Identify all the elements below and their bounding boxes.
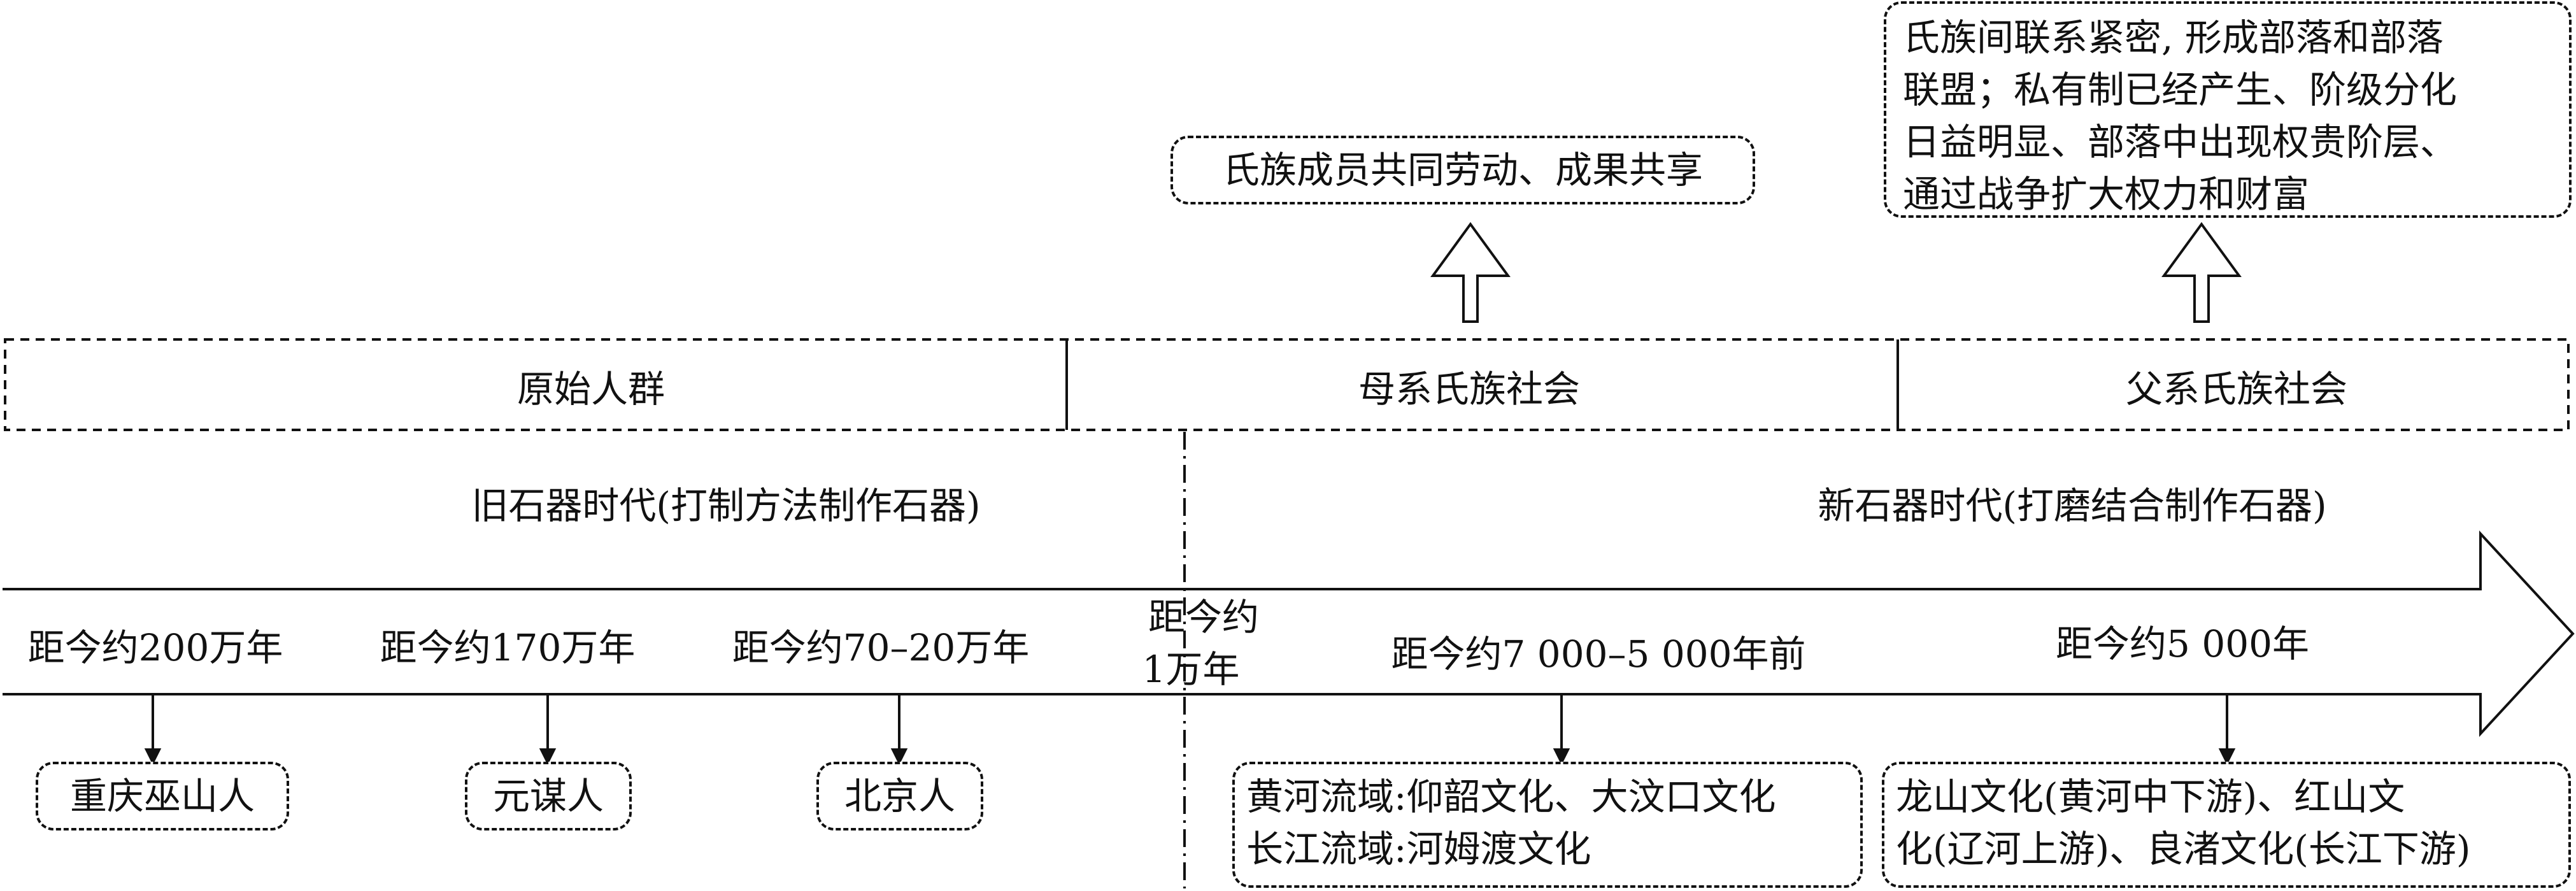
late-cultures-line-1: 龙山文化(黄河中下游)、红山文 [1896,775,2405,818]
patriarchal-traits-line-1: 氏族间联系紧密, 形成部落和部落 [1903,16,2444,59]
matriarchal-traits-box: 氏族成员共同劳动、成果共享 [1171,136,1755,204]
yuanmou-text: 元谋人 [492,774,604,818]
patriarchal-traits-line-2: 联盟；私有制已经产生、阶级分化 [1903,68,2458,111]
up-arrow-patriarchal [2161,222,2242,323]
chongqing-text: 重庆巫山人 [69,774,255,818]
neolithic-cultures-line-1: 黄河流域:仰韶文化、大汶口文化 [1246,775,1776,818]
era-neolithic: 新石器时代(打磨结合制作石器) [1818,484,2327,527]
neolithic-cultures-text: 黄河流域:仰韶文化、大汶口文化 长江流域:河姆渡文化 [1246,771,1854,879]
stage-band [4,338,2570,431]
neolithic-cultures-line-2: 长江流域:河姆渡文化 [1246,827,1591,871]
patriarchal-traits-text: 氏族间联系紧密, 形成部落和部落 联盟；私有制已经产生、阶级分化 日益明显、部落… [1903,11,2563,216]
time-170w: 距今约170万年 [380,626,636,669]
time-5000: 距今约5 000年 [2055,622,2310,666]
patriarchal-traits-line-4: 通过战争扩大权力和财富 [1903,173,2310,216]
neolithic-cultures-box: 黄河流域:仰韶文化、大汶口文化 长江流域:河姆渡文化 [1232,762,1863,888]
yuanmou-box: 元谋人 [465,762,632,830]
late-cultures-line-2: 化(辽河上游)、良渚文化(长江下游) [1896,827,2471,871]
patriarchal-traits-box: 氏族间联系紧密, 形成部落和部落 联盟；私有制已经产生、阶级分化 日益明显、部落… [1884,1,2572,218]
stage-primitive: 原始人群 [516,367,665,411]
up-arrow-matriarchal [1430,222,1511,323]
time-70-20w: 距今约70–20万年 [732,626,1030,669]
time-1w-line1: 距今约 [1148,595,1260,639]
matriarchal-traits-text: 氏族成员共同劳动、成果共享 [1222,148,1703,192]
chongqing-box: 重庆巫山人 [36,762,289,830]
beijing-box: 北京人 [816,762,983,830]
time-7000-5000: 距今约7 000–5 000年前 [1391,632,1806,676]
beijing-text: 北京人 [844,774,955,818]
down-arrows [144,694,2236,766]
time-1w-line2: 1万年 [1142,648,1240,691]
late-cultures-box: 龙山文化(黄河中下游)、红山文 化(辽河上游)、良渚文化(长江下游) [1882,762,2571,888]
stage-matriarchal: 母系氏族社会 [1358,367,1581,411]
late-cultures-text: 龙山文化(黄河中下游)、红山文 化(辽河上游)、良渚文化(长江下游) [1896,771,2562,879]
timeline-arrow [3,530,2575,738]
time-200w: 距今约200万年 [27,626,283,669]
patriarchal-traits-line-3: 日益明显、部落中出现权贵阶层、 [1903,120,2458,164]
era-paleolithic: 旧石器时代(打制方法制作石器) [471,484,981,527]
stage-patriarchal: 父系氏族社会 [2125,367,2348,411]
